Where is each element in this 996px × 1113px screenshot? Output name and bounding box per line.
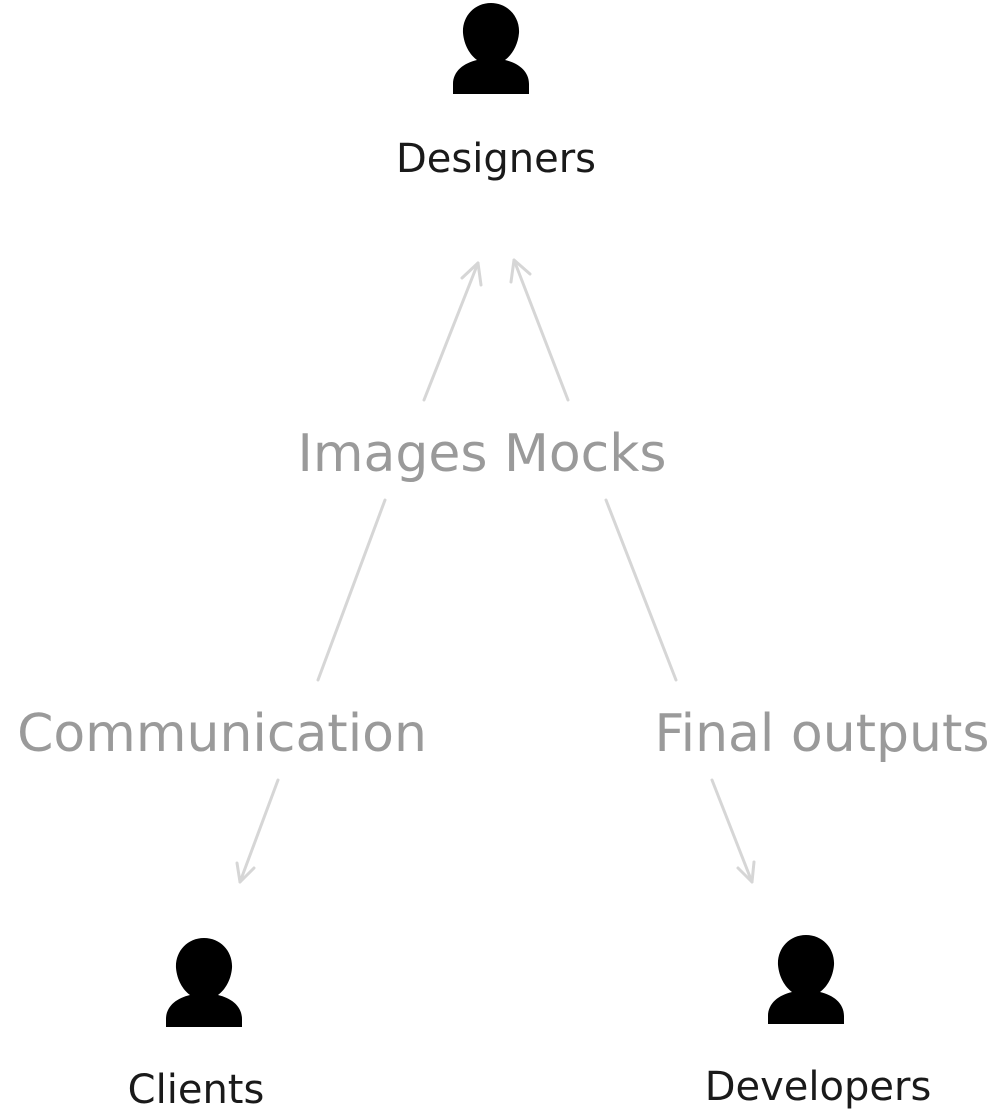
node-clients: Clients	[128, 938, 265, 1113]
final-outputs-label: Final outputs	[655, 704, 990, 764]
arrow-clients-to-designers	[316, 261, 483, 682]
images-mocks-label: Images Mocks	[298, 424, 667, 484]
clients-label: Clients	[128, 1067, 265, 1113]
developers-label: Developers	[705, 1064, 932, 1110]
node-designers: Designers	[396, 3, 596, 182]
node-developers: Developers	[705, 935, 932, 1110]
communication-label: Communication	[17, 704, 427, 764]
arrow-developers-to-designers	[509, 258, 678, 682]
person-icon	[768, 935, 844, 1024]
arrows	[235, 258, 756, 884]
arrow-to-clients	[235, 778, 280, 884]
arrow-to-developers	[710, 778, 756, 884]
person-icon	[166, 938, 242, 1027]
person-icon	[453, 3, 529, 94]
designers-label: Designers	[396, 136, 596, 182]
